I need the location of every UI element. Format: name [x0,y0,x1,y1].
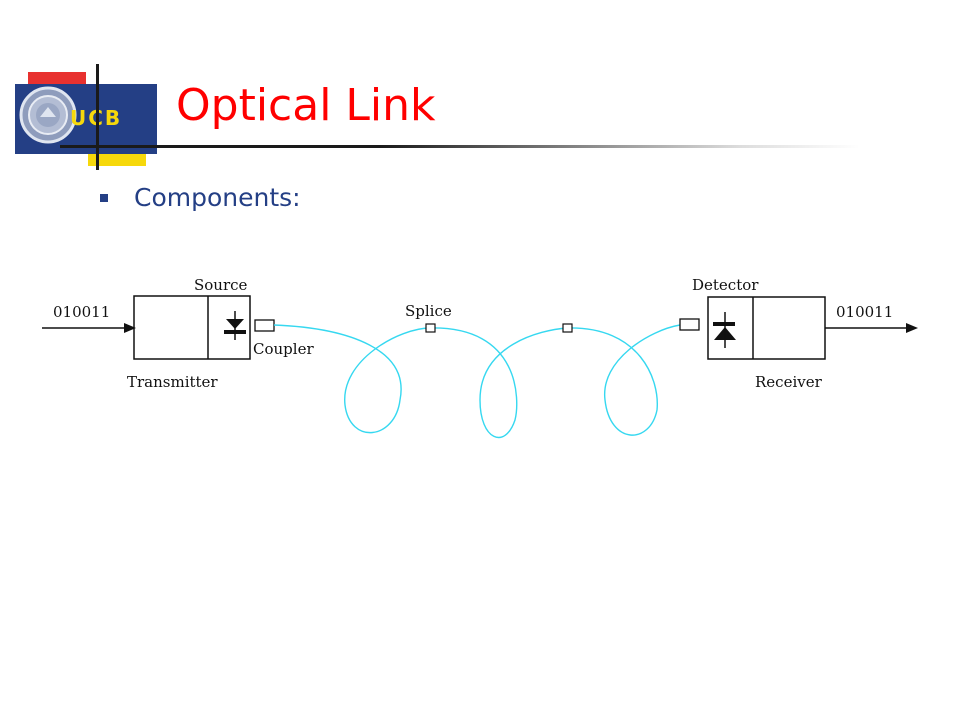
receiver-label: Receiver [755,373,823,391]
input-arrowhead [124,323,136,333]
transmitter-label: Transmitter [127,373,218,391]
bullet-text: Components: [134,183,301,212]
bullet-marker [100,193,108,202]
detector-label: Detector [692,276,759,294]
optical-fiber [273,324,681,439]
coupler-label: Coupler [253,340,314,358]
header-vertical-rule [96,64,99,170]
splice-2 [562,323,573,333]
coupler-right [679,318,700,331]
splice-1 [425,323,436,333]
header-horizontal-rule [60,145,860,148]
transmitter-box [133,295,251,360]
slide-title: Optical Link [176,80,436,131]
input-bits-label: 010011 [53,303,110,321]
detector-photodiode-icon [713,312,736,348]
coupler-left [254,319,275,332]
logo-text: UCB [70,106,122,130]
bullet-item: Components: [100,183,301,212]
university-seal-icon [19,86,77,144]
output-arrowhead [906,323,918,333]
splice-label: Splice [405,302,452,320]
source-label: Source [194,276,248,294]
source-led-icon [224,311,246,340]
output-bits-label: 010011 [836,303,893,321]
